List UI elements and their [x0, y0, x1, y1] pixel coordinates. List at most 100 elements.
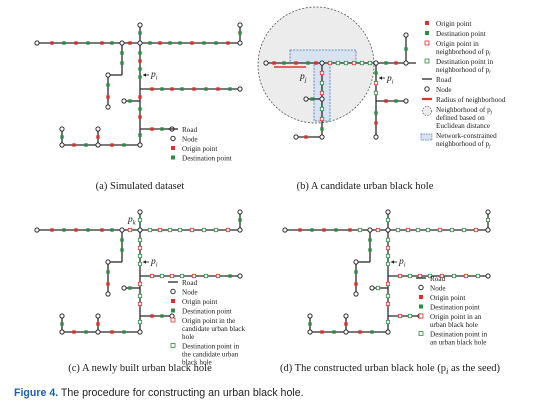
legend-item-destination-open-label: Destination point in	[430, 330, 488, 338]
origin-point	[190, 41, 194, 45]
destination-point-open	[367, 60, 373, 66]
road-node	[307, 313, 313, 319]
panel-b-caption: (b) A candidate urban black hole	[296, 181, 434, 192]
destination-point	[120, 61, 124, 65]
panel-b-pj-label: pj	[299, 72, 307, 84]
road-node	[121, 285, 127, 291]
legend-item-circle-label: Euclidean distance	[436, 122, 490, 130]
destination-point-open	[167, 227, 173, 233]
destination-point	[368, 248, 372, 252]
road-node	[373, 134, 379, 140]
destination-point	[106, 270, 110, 274]
road-node	[485, 209, 491, 215]
legend-item-destination-open-label: an urban black hole	[430, 338, 486, 346]
legend-item-destination-open-label: black hole	[182, 358, 212, 366]
destination-point	[110, 228, 114, 232]
road-node	[263, 60, 269, 66]
road-node	[59, 126, 65, 132]
destination-point	[138, 31, 142, 35]
legend-item-origin-open-label: Origin point in an	[430, 313, 482, 321]
panel-d-caption: (d) The constructed urban black hole (pi…	[280, 363, 500, 376]
destination-point-open	[427, 273, 433, 279]
origin-point-open	[137, 301, 143, 307]
panel-c-pk-label-sub: k	[133, 220, 136, 227]
destination-point-open	[385, 319, 391, 325]
origin-point	[298, 228, 302, 232]
origin-point	[72, 330, 76, 334]
origin-point	[96, 135, 100, 139]
legend-origin-open-swatch	[424, 40, 430, 46]
panel-a-pi-label-sub: i	[156, 75, 158, 82]
origin-point	[150, 314, 154, 318]
legend-item-radius-label: Radius of neighborhood	[436, 96, 506, 104]
origin-point-open	[385, 281, 391, 287]
destination-point	[204, 87, 208, 91]
origin-point	[294, 61, 298, 65]
legend-item-destination-open-label: Destination point in	[436, 58, 494, 66]
road-node	[59, 142, 65, 148]
road-node	[59, 329, 65, 335]
destination-point-open	[375, 285, 381, 291]
destination-point-open	[407, 273, 413, 279]
origin-point-open	[437, 227, 443, 233]
road-node	[95, 142, 101, 148]
destination-point	[306, 61, 310, 65]
destination-point	[394, 99, 398, 103]
panel-c-pi-label: pi	[150, 257, 158, 269]
destination-point	[404, 47, 408, 51]
destination-point-open	[449, 227, 455, 233]
destination-point-open	[385, 293, 391, 299]
origin-point	[150, 127, 154, 131]
origin-point-open	[439, 273, 445, 279]
origin-point	[110, 143, 114, 147]
legend-item-destination-open-label: the candidate urban	[182, 350, 239, 358]
legend-origin-swatch	[419, 295, 423, 299]
destination-point-open	[461, 227, 467, 233]
destination-point-open	[179, 273, 185, 279]
legend-node-swatch	[424, 86, 430, 92]
legend-item-node-label: Node	[436, 86, 452, 94]
destination-point-open	[475, 273, 481, 279]
origin-point	[100, 41, 104, 45]
destination-point	[120, 248, 124, 252]
panel-b-pj-label-sub: j	[304, 77, 307, 84]
origin-point	[216, 87, 220, 91]
origin-point	[110, 330, 114, 334]
origin-point	[394, 61, 398, 65]
origin-point-open	[473, 227, 479, 233]
origin-point	[170, 87, 174, 91]
legend-item-destination-label: Destination point	[182, 154, 232, 162]
destination-point	[122, 330, 126, 334]
origin-point	[272, 61, 276, 65]
destination-point	[86, 228, 90, 232]
origin-point	[384, 99, 388, 103]
pointer-arrow-head	[143, 73, 146, 77]
legend-destination-open-swatch	[418, 331, 424, 336]
origin-point	[106, 282, 110, 286]
legend-item-destination-label: Destination point	[436, 30, 486, 38]
pointer-arrow-head	[143, 260, 146, 264]
destination-point-open	[335, 60, 341, 66]
destination-point	[214, 41, 218, 45]
road-node	[95, 329, 101, 335]
figure-caption-label: Figure 4.	[14, 387, 59, 399]
road-node	[319, 96, 325, 102]
road-node	[403, 32, 409, 38]
road-node	[119, 40, 125, 46]
origin-point	[74, 228, 78, 232]
origin-point	[72, 143, 76, 147]
legend-sub: j	[488, 144, 491, 150]
road-node	[293, 134, 299, 140]
road-node	[237, 227, 243, 233]
legend-destination-swatch	[171, 308, 175, 313]
origin-point-open	[137, 245, 143, 251]
origin-point	[348, 228, 352, 232]
destination-point	[374, 111, 378, 115]
road-node	[485, 227, 491, 233]
origin-point	[100, 228, 104, 232]
destination-point	[138, 67, 142, 71]
legend-circle-swatch	[422, 106, 432, 116]
origin-point-open	[215, 273, 221, 279]
destination-point	[122, 143, 126, 147]
destination-point-open	[177, 227, 183, 233]
